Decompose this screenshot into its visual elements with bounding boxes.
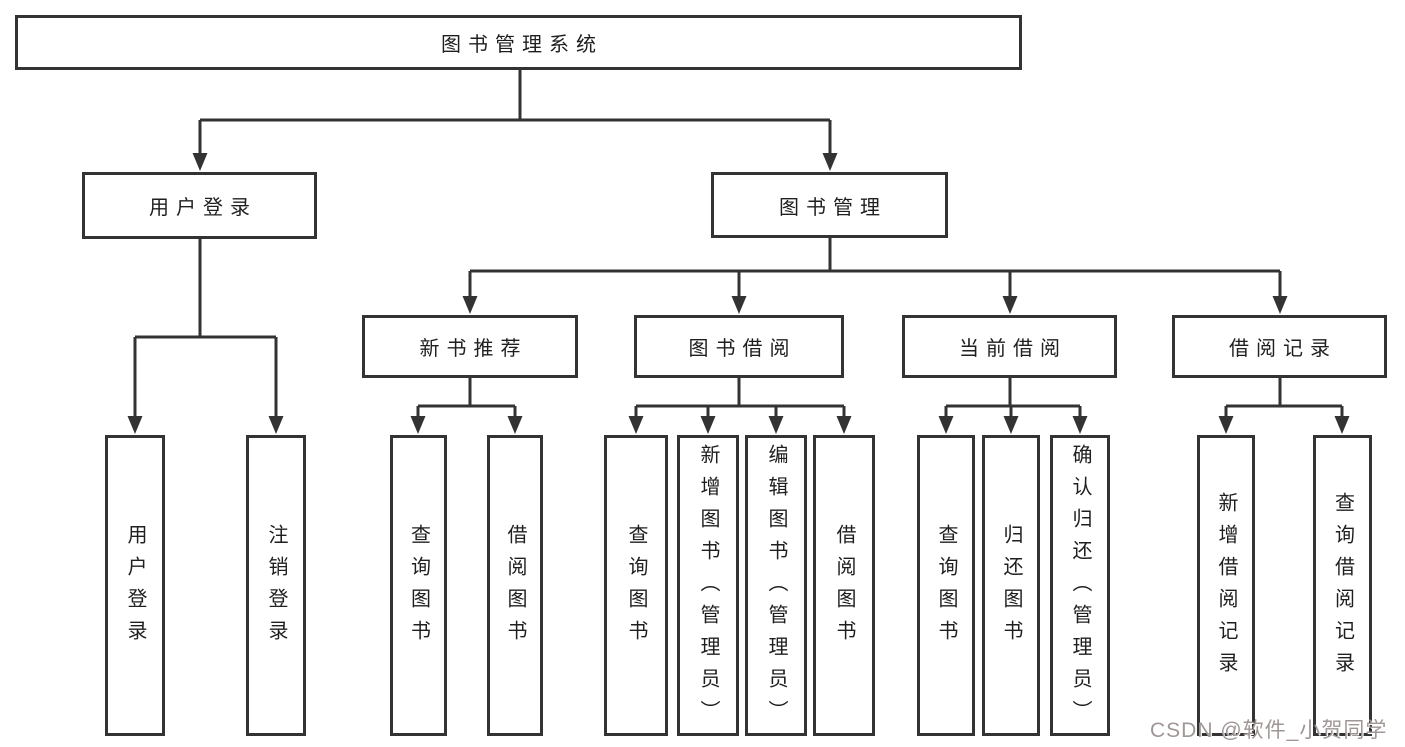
leaf-borrow-books-recommend: 借阅图书 [487,435,543,736]
leaf-borrow-books: 借阅图书 [813,435,875,736]
leaf-query-borrow-record: 查询借阅记录 [1313,435,1372,736]
node-user-login: 用户登录 [82,172,317,239]
leaf-user-login: 用户登录 [105,435,165,736]
leaf-confirm-return-admin: 确认归还（管理员） [1050,435,1110,736]
leaf-query-books-borrowing: 查询图书 [604,435,668,736]
arrow-down-icon [938,416,954,434]
arrow-down-icon [628,416,644,434]
leaf-add-books-admin: 新增图书（管理员） [677,435,739,736]
node-library-management-system: 图书管理系统 [15,15,1022,70]
arrow-down-icon [822,153,838,171]
arrow-down-icon [192,153,208,171]
leaf-logout: 注销登录 [246,435,306,736]
csdn-watermark: CSDN @软件_小贺同学 [1150,719,1388,742]
connector-current-borrow-to-leaves [938,378,1088,434]
arrow-down-icon [731,296,747,314]
arrow-down-icon [1072,416,1088,434]
arrow-down-icon [1334,416,1350,434]
leaf-edit-books-admin: 编辑图书（管理员） [745,435,807,736]
arrow-down-icon [1272,296,1288,314]
arrow-down-icon [836,416,852,434]
arrow-down-icon [268,416,284,434]
arrow-down-icon [127,416,143,434]
leaf-query-books-recommend: 查询图书 [390,435,447,736]
arrow-down-icon [1003,416,1019,434]
node-book-borrowing: 图书借阅 [634,315,844,378]
node-new-book-recommend: 新书推荐 [362,315,578,378]
node-book-management: 图书管理 [711,172,948,238]
arrow-down-icon [768,416,784,434]
connector-user-login-to-leaves [127,239,284,434]
connector-book-borrow-to-leaves [628,378,852,434]
arrow-down-icon [462,296,478,314]
arrow-down-icon [1002,296,1018,314]
connector-book-mgmt-to-level3 [462,238,1288,314]
connector-root-to-level2 [192,70,838,171]
connector-new-book-to-leaves [410,378,523,434]
node-borrowing-records: 借阅记录 [1172,315,1387,378]
leaf-return-books: 归还图书 [982,435,1040,736]
arrow-down-icon [507,416,523,434]
leaf-add-borrow-record: 新增借阅记录 [1197,435,1255,736]
leaf-query-books-current: 查询图书 [917,435,975,736]
node-current-borrowing: 当前借阅 [902,315,1117,378]
arrow-down-icon [410,416,426,434]
arrow-down-icon [700,416,716,434]
connector-borrow-record-to-leaves [1218,378,1350,434]
arrow-down-icon [1218,416,1234,434]
